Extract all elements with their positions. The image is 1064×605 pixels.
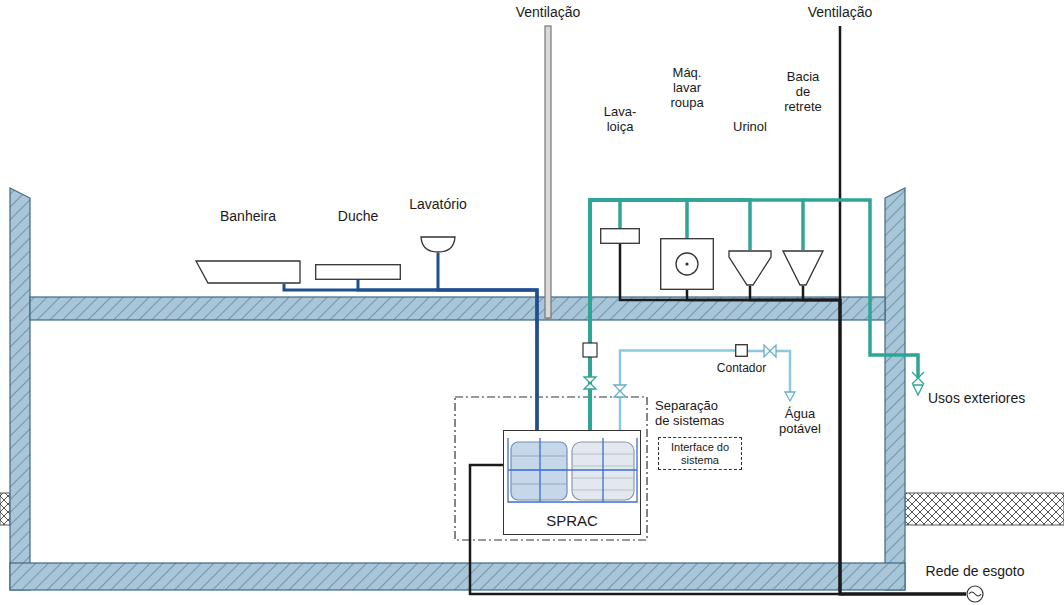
- kitchen-sink: Lava- loiça: [600, 228, 640, 244]
- node-label: Lava- loiça: [598, 105, 642, 135]
- left-wall: [10, 188, 30, 590]
- label-holder: Usos exteriores: [928, 390, 1053, 406]
- ground-slab: [10, 563, 905, 590]
- vent-label: Ventilação: [800, 4, 880, 20]
- toilet-bowl-outline: [783, 251, 823, 285]
- urinal-shape: [728, 250, 772, 286]
- bathtub-outline: [196, 261, 300, 283]
- node-label: Rede de esgoto: [910, 563, 1040, 579]
- pipe-connector: [620, 244, 966, 594]
- system-interface-box: Interface do sistema: [658, 437, 742, 470]
- ground-left: [0, 493, 10, 525]
- urinal-outline: [729, 251, 771, 285]
- bathtub-shape: [195, 260, 301, 284]
- vent-label: Ventilação: [508, 4, 588, 20]
- washing-machine: Máq. lavar roupa: [660, 238, 714, 290]
- node-label: Máq. lavar roupa: [664, 66, 710, 111]
- outdoor-supply-pipe: [803, 200, 918, 378]
- pipe-connector: [803, 286, 966, 594]
- water-meter: Contador: [735, 344, 748, 357]
- washing-machine-shape: [660, 238, 714, 290]
- valve: [614, 391, 626, 397]
- label-holder: Separação de sistemas: [655, 399, 733, 429]
- sewer-symbol-shape: [966, 585, 984, 603]
- shower-tray-outline: [316, 265, 401, 280]
- shower-tray: Duche: [315, 264, 401, 280]
- pipe-connector: [750, 286, 966, 594]
- valve: [584, 383, 596, 389]
- urinal: Urinol: [728, 250, 772, 286]
- tank: [511, 442, 567, 500]
- ground-right: [905, 493, 1064, 525]
- right-wall: [885, 188, 905, 590]
- washing-machine-outline: [685, 262, 688, 265]
- label-holder: Lavatório: [393, 196, 483, 212]
- vent-pipe: [545, 26, 551, 318]
- potable-water-label: Água potável: [768, 407, 832, 437]
- node-label: Banheira: [203, 208, 293, 224]
- pump-box: [583, 343, 597, 357]
- shower-tray-shape: [315, 264, 401, 280]
- node-label: Lavatório: [393, 196, 483, 212]
- system-separation-boundary: [455, 397, 647, 540]
- water-meter-outline: [736, 345, 748, 357]
- bathtub: Banheira: [195, 260, 301, 284]
- separation-label: Separação de sistemas: [655, 399, 733, 429]
- pipe-connector: [590, 200, 803, 430]
- outdoor-use-label: Usos exteriores: [928, 390, 1053, 406]
- label-holder: Banheira: [203, 208, 293, 224]
- pipe-connector: [470, 465, 966, 594]
- node-label: Urinol: [720, 120, 780, 135]
- node-label: Contador: [702, 362, 782, 376]
- node-label: SPRAC: [543, 512, 601, 529]
- outdoor-valve: [912, 372, 924, 384]
- node-label: Duche: [323, 208, 393, 224]
- kitchen-sink-outline: [601, 229, 640, 244]
- pipe-connector: [358, 280, 537, 430]
- tank-cage: [508, 438, 637, 502]
- water-meter-shape: [735, 344, 748, 357]
- label-holder: Rede de esgoto: [910, 563, 1040, 579]
- label-holder: Lava- loiça: [598, 105, 642, 135]
- sewer-symbol: Rede de esgoto: [966, 585, 984, 603]
- machine-body: [661, 239, 714, 290]
- washbasin: Lavatório: [420, 236, 456, 253]
- pipe-connector: [590, 200, 750, 430]
- washbasin-outline: [421, 237, 455, 252]
- label-holder: Ventilação: [800, 4, 880, 20]
- toilet-bowl: Bacia de retrete: [782, 250, 824, 286]
- sprac-unit: SPRAC: [503, 430, 641, 535]
- washbasin-shape: [420, 236, 456, 253]
- label-holder: Urinol: [720, 120, 780, 135]
- sewer-circle: [967, 586, 983, 602]
- toilet-bowl-shape: [782, 250, 824, 286]
- node-label: Bacia de retrete: [779, 70, 827, 115]
- label-holder: Duche: [323, 208, 393, 224]
- node-label: Interface do sistema: [664, 441, 736, 466]
- label-holder: Água potável: [768, 407, 832, 437]
- pipe-connector: [284, 284, 537, 430]
- label-holder: Ventilação: [508, 4, 588, 20]
- outdoor-tap: [913, 385, 923, 395]
- pipe-connector: [438, 253, 537, 430]
- valve: [770, 345, 776, 357]
- label-holder: Máq. lavar roupa: [664, 66, 710, 111]
- sewer-symbol-outline: [969, 592, 981, 596]
- machine-door: [676, 253, 698, 275]
- storage-tanks: [508, 438, 637, 502]
- potable-tap: [785, 392, 795, 401]
- label-holder: Bacia de retrete: [779, 70, 827, 115]
- label-holder: Contador: [702, 362, 782, 376]
- pipe-connector: [590, 200, 687, 430]
- kitchen-sink-shape: [600, 228, 640, 244]
